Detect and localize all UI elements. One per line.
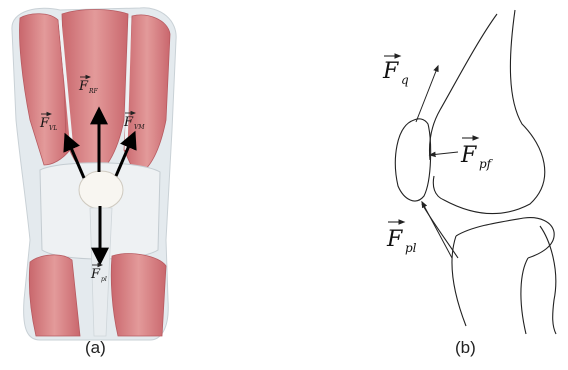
knee-line-drawing	[395, 10, 556, 334]
tibia-anterior	[452, 236, 466, 326]
patella	[79, 171, 123, 209]
label-f-pf: F pf	[460, 138, 494, 171]
knee-anatomy-illustration	[12, 8, 176, 340]
svg-text:F: F	[123, 115, 134, 130]
svg-text:pl: pl	[101, 276, 107, 283]
svg-text:F: F	[460, 143, 477, 168]
force-arrow-pl-b	[422, 202, 452, 258]
svg-text:VL: VL	[49, 125, 57, 132]
svg-text:pf: pf	[479, 157, 494, 171]
fibula-outline	[540, 226, 556, 334]
svg-text:VM: VM	[134, 124, 145, 131]
patella-outline	[395, 119, 430, 201]
svg-text:F: F	[386, 227, 403, 252]
label-f-q: F q	[382, 56, 409, 87]
panel-b-caption: (b)	[455, 338, 476, 358]
svg-text:pl: pl	[405, 241, 417, 255]
svg-text:F: F	[90, 267, 101, 282]
panel-a-caption: (a)	[85, 338, 106, 358]
tibia-posterior	[521, 258, 528, 334]
svg-text:q: q	[401, 73, 409, 87]
svg-text:RF: RF	[88, 88, 99, 95]
svg-text:F: F	[382, 59, 399, 84]
svg-text:F: F	[78, 79, 89, 94]
force-arrow-pf	[430, 152, 458, 155]
panel-b-force-arrows	[416, 66, 458, 258]
lower-leg-muscle-left	[29, 255, 80, 336]
tibia-outline	[456, 218, 554, 258]
panel-b-force-labels: F q F pf F pl	[382, 56, 494, 255]
label-f-pl-b: F pl	[386, 222, 417, 255]
femur-condyle-outline	[433, 10, 544, 214]
lower-leg-muscle-right	[111, 254, 166, 336]
force-arrow-q	[416, 66, 438, 122]
